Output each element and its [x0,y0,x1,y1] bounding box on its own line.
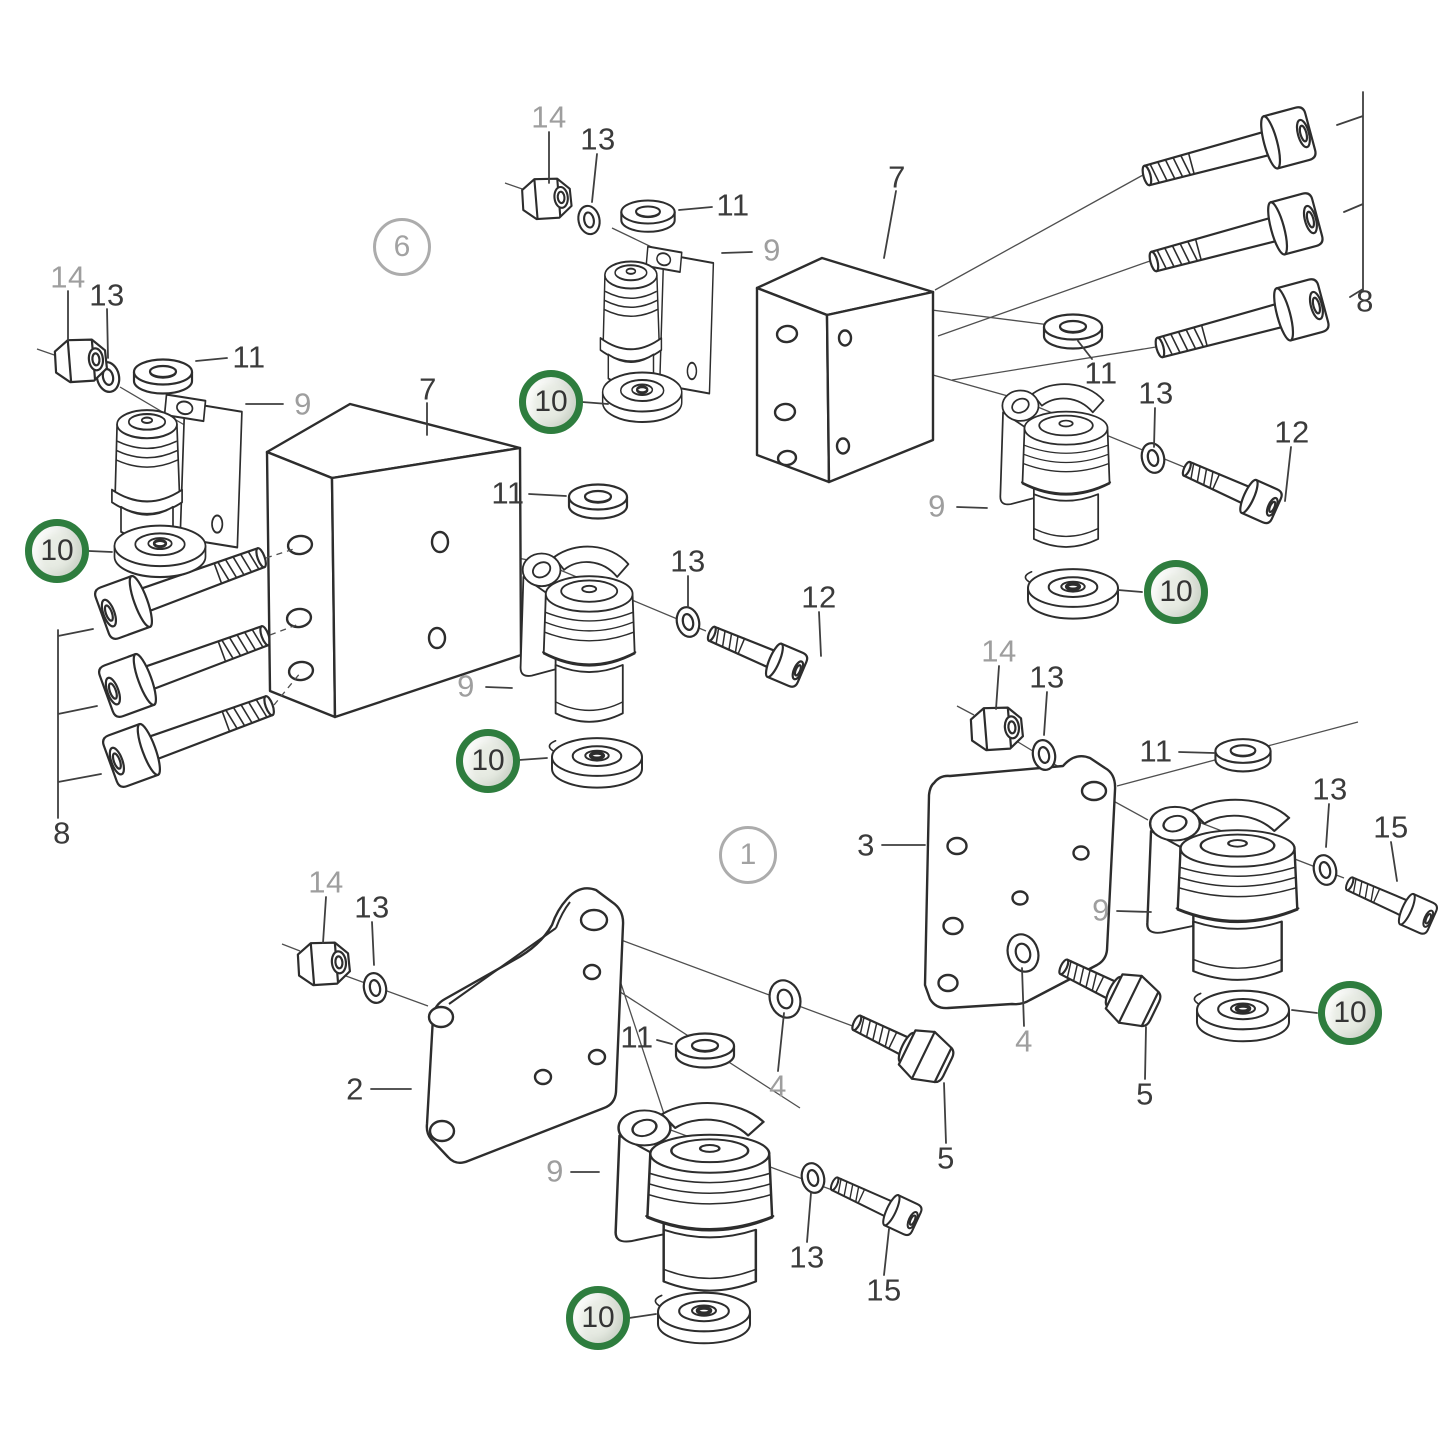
callout-13: 13 [670,543,706,579]
group-ref-1[interactable]: 1 [719,826,777,884]
highlighted-part-10[interactable]: 10 [456,729,520,793]
callout-9: 9 [294,386,312,422]
part-7-block-middle [755,256,935,484]
leader-lines [57,91,1398,1319]
callout-7: 7 [888,159,906,195]
callout-13: 13 [1029,659,1065,695]
callout-11: 11 [1084,355,1118,391]
callout-13: 13 [89,277,125,313]
callout-5: 5 [937,1140,955,1176]
callout-8: 8 [53,815,71,851]
callout-11: 11 [716,187,750,223]
callout-14: 14 [981,633,1017,669]
highlighted-part-10[interactable]: 10 [1318,981,1382,1045]
callout-13: 13 [580,121,616,157]
callout-13: 13 [1138,375,1174,411]
part-3-bracket-plate [923,755,1117,1010]
dashed-axis-lines [265,547,302,706]
highlighted-part-10[interactable]: 10 [519,370,583,434]
callout-13: 13 [789,1239,825,1275]
highlighted-part-10[interactable]: 10 [1144,560,1208,624]
callout-9: 9 [457,668,475,704]
callout-9: 9 [928,488,946,524]
part-7-block-left [265,402,523,719]
callout-15: 15 [1373,809,1409,845]
part-2-bracket-plate [425,887,625,1164]
callout-9: 9 [763,232,781,268]
callout-7: 7 [419,371,437,407]
highlighted-part-10[interactable]: 10 [566,1286,630,1350]
callout-2: 2 [346,1071,364,1107]
callout-14: 14 [50,259,86,295]
callout-14: 14 [308,864,344,900]
callout-5: 5 [1136,1076,1154,1112]
callout-4: 4 [769,1068,787,1104]
callout-12: 12 [1274,414,1310,450]
callout-15: 15 [866,1272,902,1308]
callout-9: 9 [546,1153,564,1189]
callout-11: 11 [1139,733,1173,769]
callout-13: 13 [354,889,390,925]
callout-11: 11 [620,1019,654,1055]
group-ref-6[interactable]: 6 [373,218,431,276]
callout-12: 12 [801,579,837,615]
callout-9: 9 [1092,892,1110,928]
highlighted-part-10[interactable]: 10 [25,519,89,583]
callout-13: 13 [1312,771,1348,807]
callout-3: 3 [857,827,875,863]
callout-8: 8 [1356,283,1374,319]
callout-11: 11 [491,475,525,511]
callout-14: 14 [531,99,567,135]
callout-4: 4 [1015,1023,1033,1059]
callout-11: 11 [232,339,266,375]
